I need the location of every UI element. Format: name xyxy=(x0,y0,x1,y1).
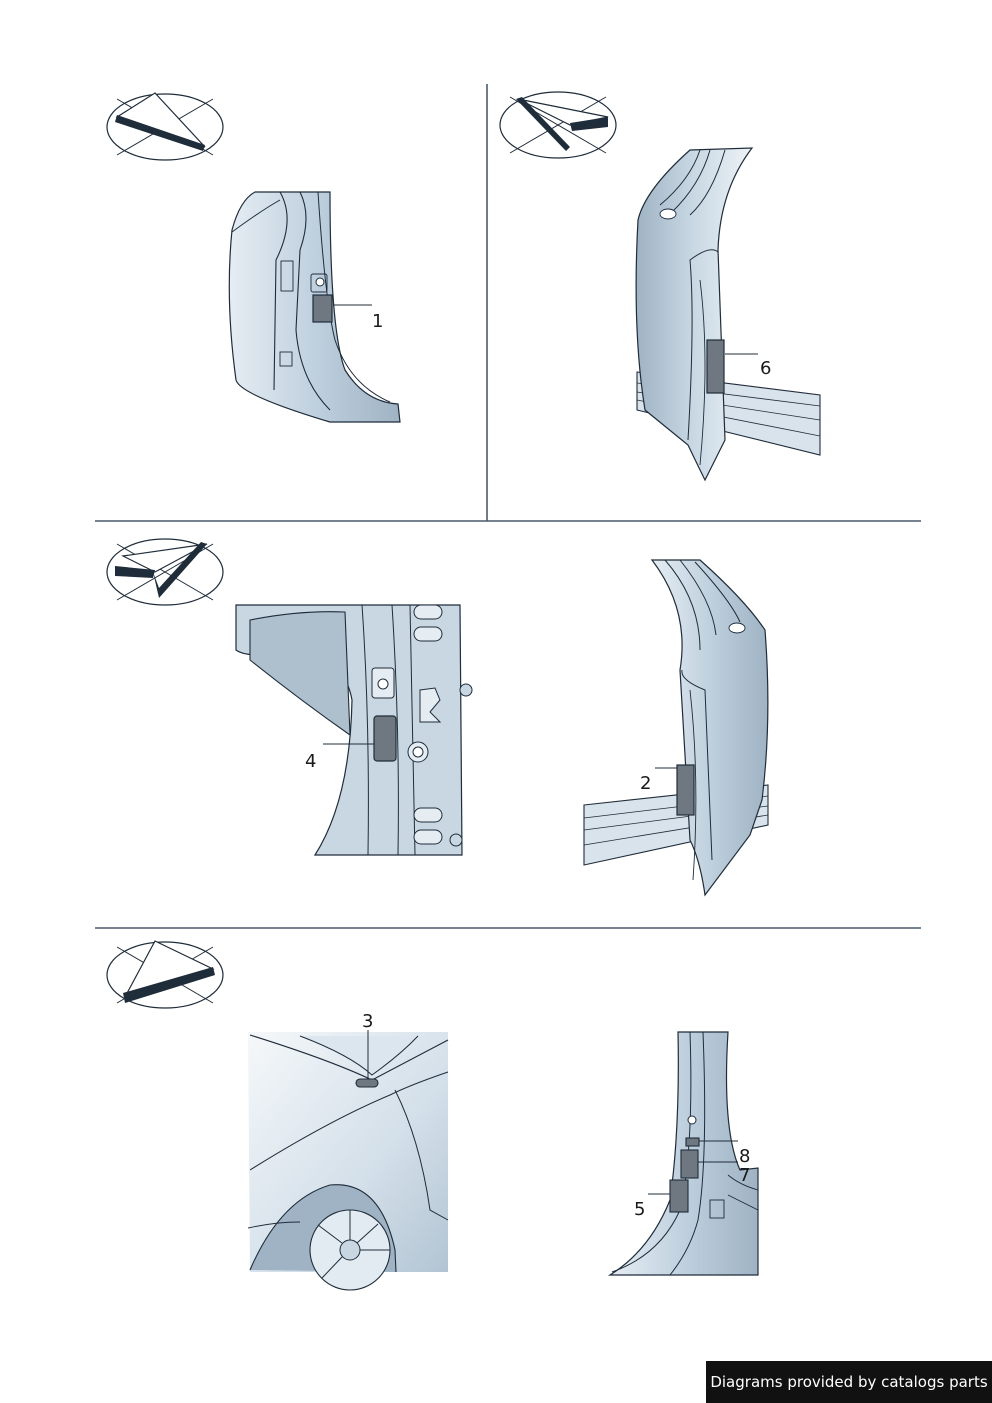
callout-7: 7 xyxy=(739,1165,750,1186)
callout-5: 5 xyxy=(634,1199,645,1220)
view-direction-icon xyxy=(106,940,224,1009)
seal-patch-7 xyxy=(680,1149,699,1179)
seal-patch-2 xyxy=(676,764,695,816)
seal-patch-6 xyxy=(706,339,725,394)
pillar-sill-view-left: 2 xyxy=(583,559,769,897)
view-direction-icon xyxy=(499,91,617,159)
seal-patch-3 xyxy=(355,1078,379,1088)
pillar-lower-view: 8 7 5 xyxy=(607,1031,759,1276)
callout-4: 4 xyxy=(305,751,316,772)
callout-1: 1 xyxy=(372,311,383,332)
seal-patch-4 xyxy=(373,715,397,762)
callout-2: 2 xyxy=(640,773,651,794)
view-direction-icon xyxy=(106,92,224,161)
pillar-sill-view-right: 6 xyxy=(635,147,821,482)
fender-view: 3 xyxy=(247,1011,449,1291)
seal-patch-5 xyxy=(669,1179,689,1213)
pillar-inner-view: 4 xyxy=(235,604,473,856)
seal-patch-1 xyxy=(312,294,333,323)
callout-8: 8 xyxy=(739,1146,750,1167)
pillar-outer-view: 1 xyxy=(228,191,401,423)
callout-3: 3 xyxy=(362,1011,373,1032)
footer-credit: Diagrams provided by catalogs parts xyxy=(706,1361,992,1403)
callout-6: 6 xyxy=(760,358,771,379)
seal-patch-8 xyxy=(685,1137,700,1147)
view-direction-icon xyxy=(106,538,224,606)
